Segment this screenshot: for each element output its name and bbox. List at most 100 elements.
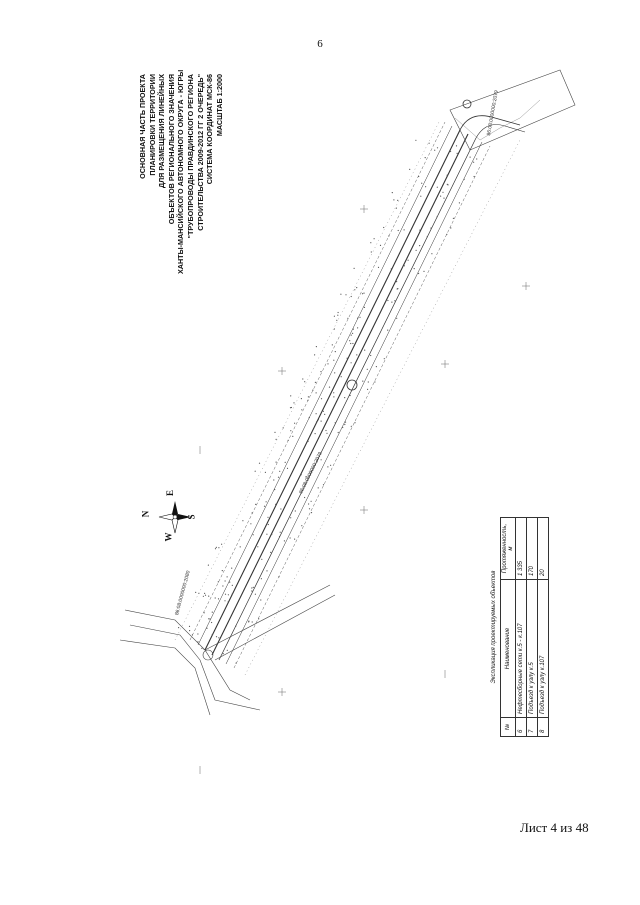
survey-dot	[426, 236, 428, 238]
survey-dot	[350, 425, 352, 427]
survey-dot	[294, 422, 296, 424]
survey-dot	[255, 503, 257, 505]
survey-dot	[266, 533, 268, 535]
survey-dot	[312, 389, 314, 391]
survey-dot	[349, 340, 351, 342]
sheet-label: Лист 4 из 48	[520, 820, 589, 835]
survey-dot	[317, 487, 319, 489]
survey-dot	[373, 238, 375, 240]
survey-dot	[337, 314, 339, 316]
survey-dot	[300, 474, 302, 476]
survey-dot	[275, 461, 277, 463]
survey-dot	[322, 410, 324, 412]
survey-dot	[320, 371, 322, 373]
survey-dot	[308, 508, 311, 510]
legend-table: Экспликация проектируемых объектов № Наи…	[491, 517, 549, 737]
row-length: 20	[537, 517, 549, 580]
survey-dot	[413, 268, 415, 270]
compass-e: E	[165, 489, 176, 497]
table-row: 8 Подъезд к узлу к.107 20	[537, 517, 549, 737]
survey-dot	[204, 592, 206, 595]
survey-dot	[301, 409, 303, 411]
survey-dot	[290, 406, 292, 409]
survey-dot	[327, 363, 329, 365]
survey-dot	[395, 207, 397, 209]
compass-n: N	[140, 510, 151, 518]
survey-dot	[229, 581, 231, 583]
survey-dot	[350, 295, 352, 298]
survey-dot	[257, 546, 259, 548]
survey-dot	[387, 329, 389, 331]
row-length: 1 335	[515, 517, 527, 580]
survey-dot	[308, 503, 310, 505]
survey-dot	[403, 265, 405, 267]
survey-dot	[191, 634, 193, 636]
survey-dot	[407, 259, 409, 261]
survey-dot	[436, 216, 438, 218]
row-name: Нефтесборные сети к.5 - к.107	[515, 579, 527, 718]
survey-dot	[320, 420, 322, 422]
survey-dot	[301, 525, 303, 527]
survey-dot	[419, 245, 421, 247]
survey-dot	[254, 593, 256, 595]
survey-dot	[333, 396, 335, 398]
survey-dot	[278, 535, 281, 538]
survey-dot	[280, 508, 282, 510]
survey-dot	[428, 142, 430, 144]
survey-dot	[425, 186, 427, 188]
survey-dot	[346, 357, 348, 359]
survey-dot	[352, 328, 354, 330]
survey-dot	[314, 354, 316, 356]
survey-dot	[326, 432, 328, 434]
survey-dot	[315, 421, 318, 423]
survey-dot	[446, 233, 448, 235]
survey-dot	[409, 168, 411, 170]
survey-dot	[463, 178, 465, 180]
survey-dot	[337, 311, 339, 314]
survey-dot	[310, 500, 312, 502]
survey-dot	[446, 174, 448, 176]
survey-dot	[344, 397, 346, 399]
legend-header-num: №	[500, 717, 516, 737]
survey-dot	[286, 467, 289, 469]
survey-dot	[283, 540, 285, 542]
survey-dot	[279, 470, 281, 472]
point-marker	[462, 99, 472, 109]
survey-dot	[455, 145, 458, 147]
survey-dot	[370, 242, 372, 244]
survey-dot	[231, 584, 233, 587]
pipeline-corridor	[174, 119, 521, 676]
survey-dot	[473, 161, 475, 163]
survey-dot	[333, 392, 335, 394]
survey-dot	[188, 625, 191, 628]
survey-dot	[370, 251, 372, 253]
survey-dot	[354, 289, 356, 291]
survey-dot	[307, 396, 309, 398]
legend-header-name: Наименование	[500, 579, 516, 718]
survey-dot	[418, 175, 420, 178]
survey-dot	[421, 182, 423, 184]
survey-dot	[260, 599, 262, 601]
survey-dot	[370, 354, 372, 357]
survey-dot	[195, 591, 197, 594]
survey-dot	[289, 537, 291, 539]
survey-dot	[334, 372, 336, 374]
survey-dot	[273, 479, 275, 481]
survey-dot	[207, 564, 209, 566]
parcel-hatch	[454, 99, 541, 141]
survey-dot	[226, 649, 228, 651]
survey-dot	[357, 317, 359, 319]
survey-dot	[347, 317, 349, 319]
survey-dot	[450, 227, 452, 229]
survey-dot	[352, 342, 354, 345]
survey-dot	[267, 516, 269, 518]
survey-dot	[447, 184, 449, 186]
survey-dot	[325, 429, 327, 432]
survey-dot	[304, 381, 306, 383]
survey-dot	[357, 327, 359, 329]
survey-dot	[450, 150, 452, 153]
survey-dot	[354, 422, 356, 424]
survey-dot	[315, 392, 317, 394]
survey-dot	[300, 398, 302, 400]
survey-dot	[294, 538, 296, 540]
